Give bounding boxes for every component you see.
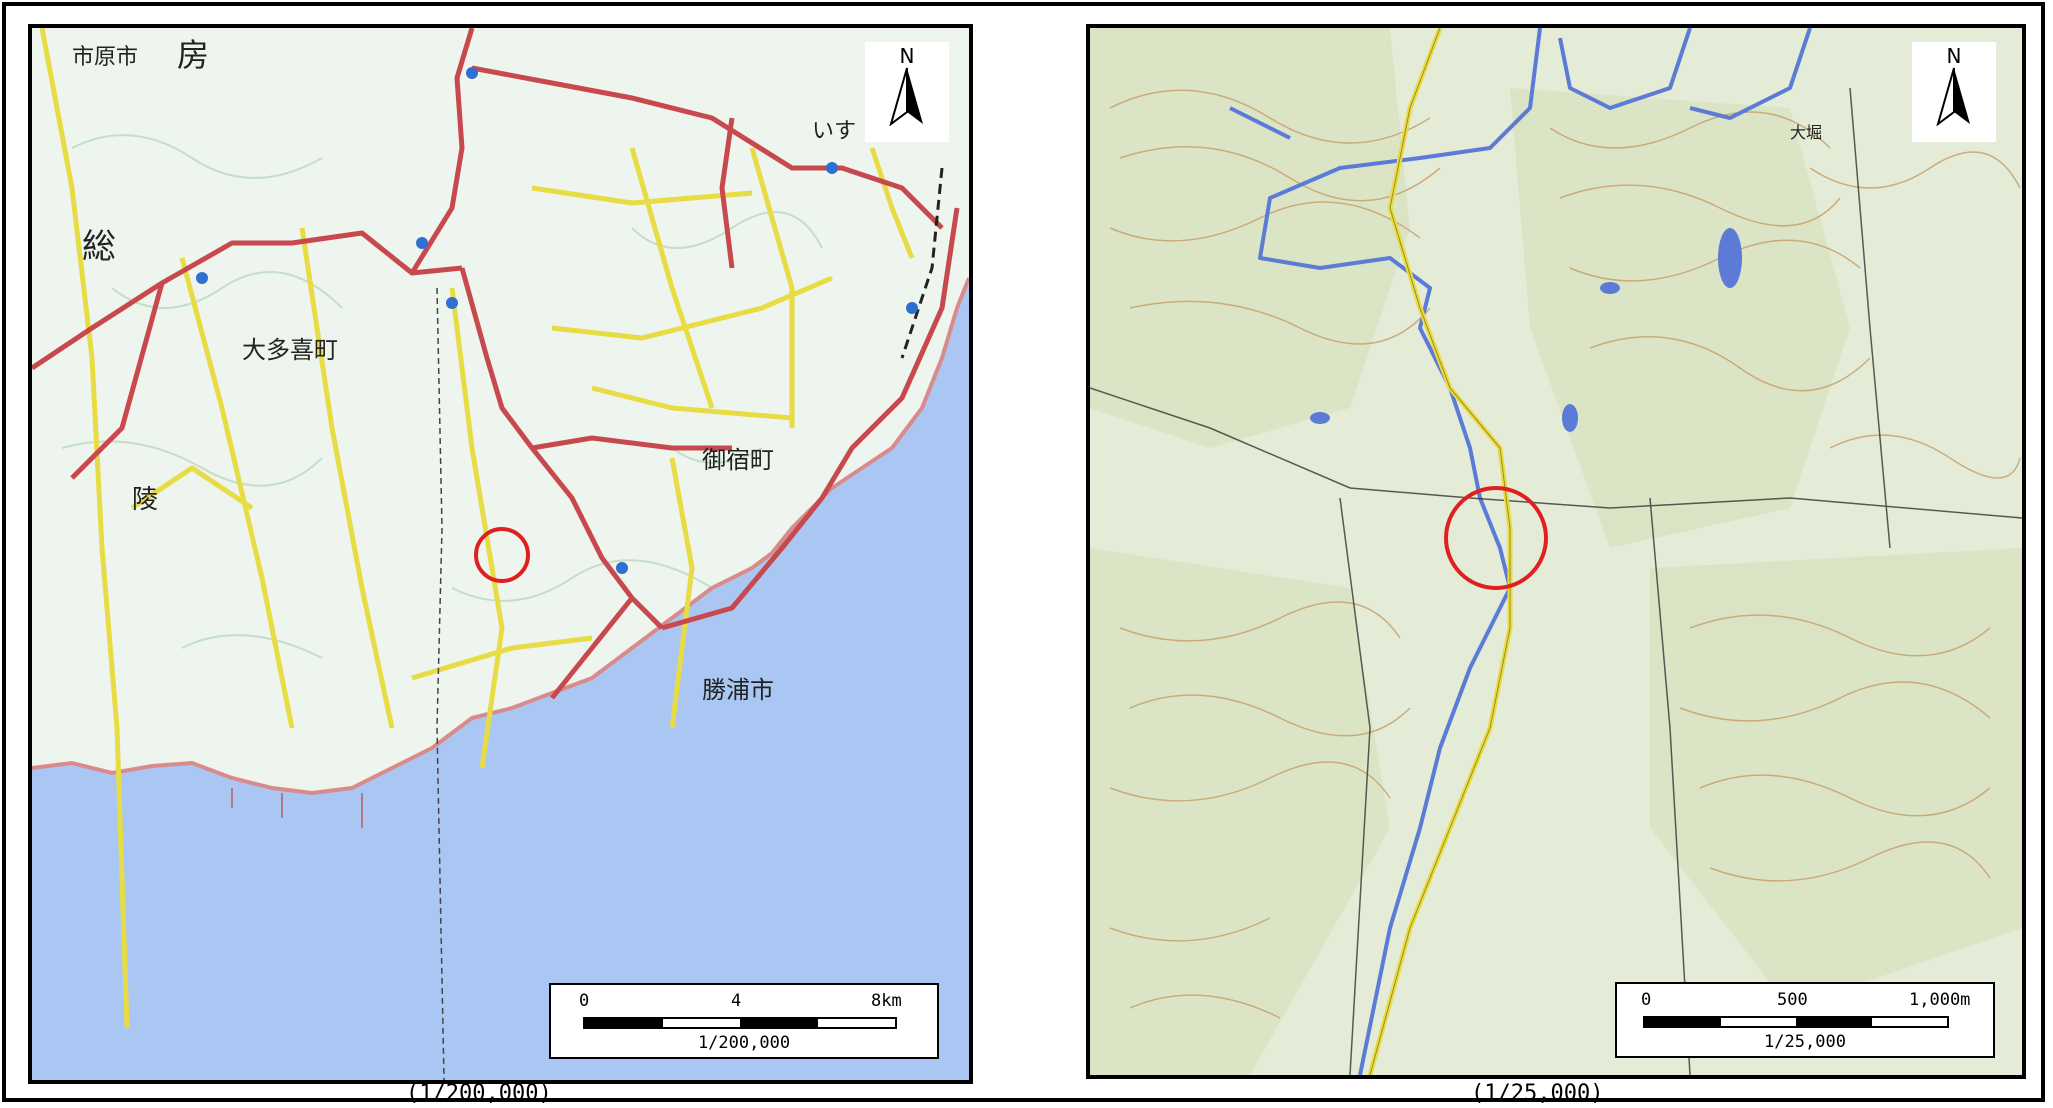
map-panel-1-200000[interactable]: 市原市 房 総 大多喜町 陵 御宿町 勝浦市 いす N 0 4 8km xyxy=(28,24,973,1084)
label-isumi: いす xyxy=(812,119,856,144)
map-panel-1-25000[interactable]: 大堀 N 0 500 1,000m 1/25,000 xyxy=(1086,24,2026,1079)
regional-map: 市原市 房 総 大多喜町 陵 御宿町 勝浦市 いす xyxy=(32,28,969,1080)
scale-tick-0-detail: 0 xyxy=(1641,990,1652,1010)
north-arrow-box: N xyxy=(865,42,949,142)
north-arrow-icon-detail xyxy=(1936,67,1970,126)
north-arrow-icon xyxy=(889,67,923,126)
scale-tick-end-detail: 1,000m xyxy=(1909,990,1971,1010)
label-bo: 房 xyxy=(177,36,209,74)
label-ichihara: 市原市 xyxy=(72,45,138,70)
scale-tick-mid: 4 xyxy=(731,991,742,1011)
target-location-marker-detail xyxy=(1444,486,1548,590)
scale-bar-left: 0 4 8km 1/200,000 xyxy=(549,983,939,1059)
scale-tick-mid-detail: 500 xyxy=(1777,990,1808,1010)
label-katsuura: 勝浦市 xyxy=(702,676,774,704)
label-kyo: 陵 xyxy=(132,485,158,515)
scale-ratio-right: 1/25,000 xyxy=(1764,1032,1846,1052)
target-location-marker xyxy=(474,527,530,583)
scale-tick-0: 0 xyxy=(579,991,590,1011)
scale-ratio-left: 1/200,000 xyxy=(697,1033,791,1053)
north-label: N xyxy=(899,44,915,68)
scale-bar-right: 0 500 1,000m 1/25,000 xyxy=(1615,982,1995,1058)
north-label-detail: N xyxy=(1946,44,1962,68)
label-onjuku: 御宿町 xyxy=(702,446,774,474)
caption-left: (1/200,000) xyxy=(406,1081,552,1106)
caption-right: (1/25,000) xyxy=(1471,1081,1604,1106)
label-owari: 大堀 xyxy=(1790,123,1822,142)
topographic-map: 大堀 xyxy=(1090,28,2022,1075)
scale-tick-end: 8km xyxy=(871,991,902,1011)
label-so: 総 xyxy=(82,227,116,267)
north-arrow-box-detail: N xyxy=(1912,42,1996,142)
label-otaki: 大多喜町 xyxy=(242,336,338,364)
